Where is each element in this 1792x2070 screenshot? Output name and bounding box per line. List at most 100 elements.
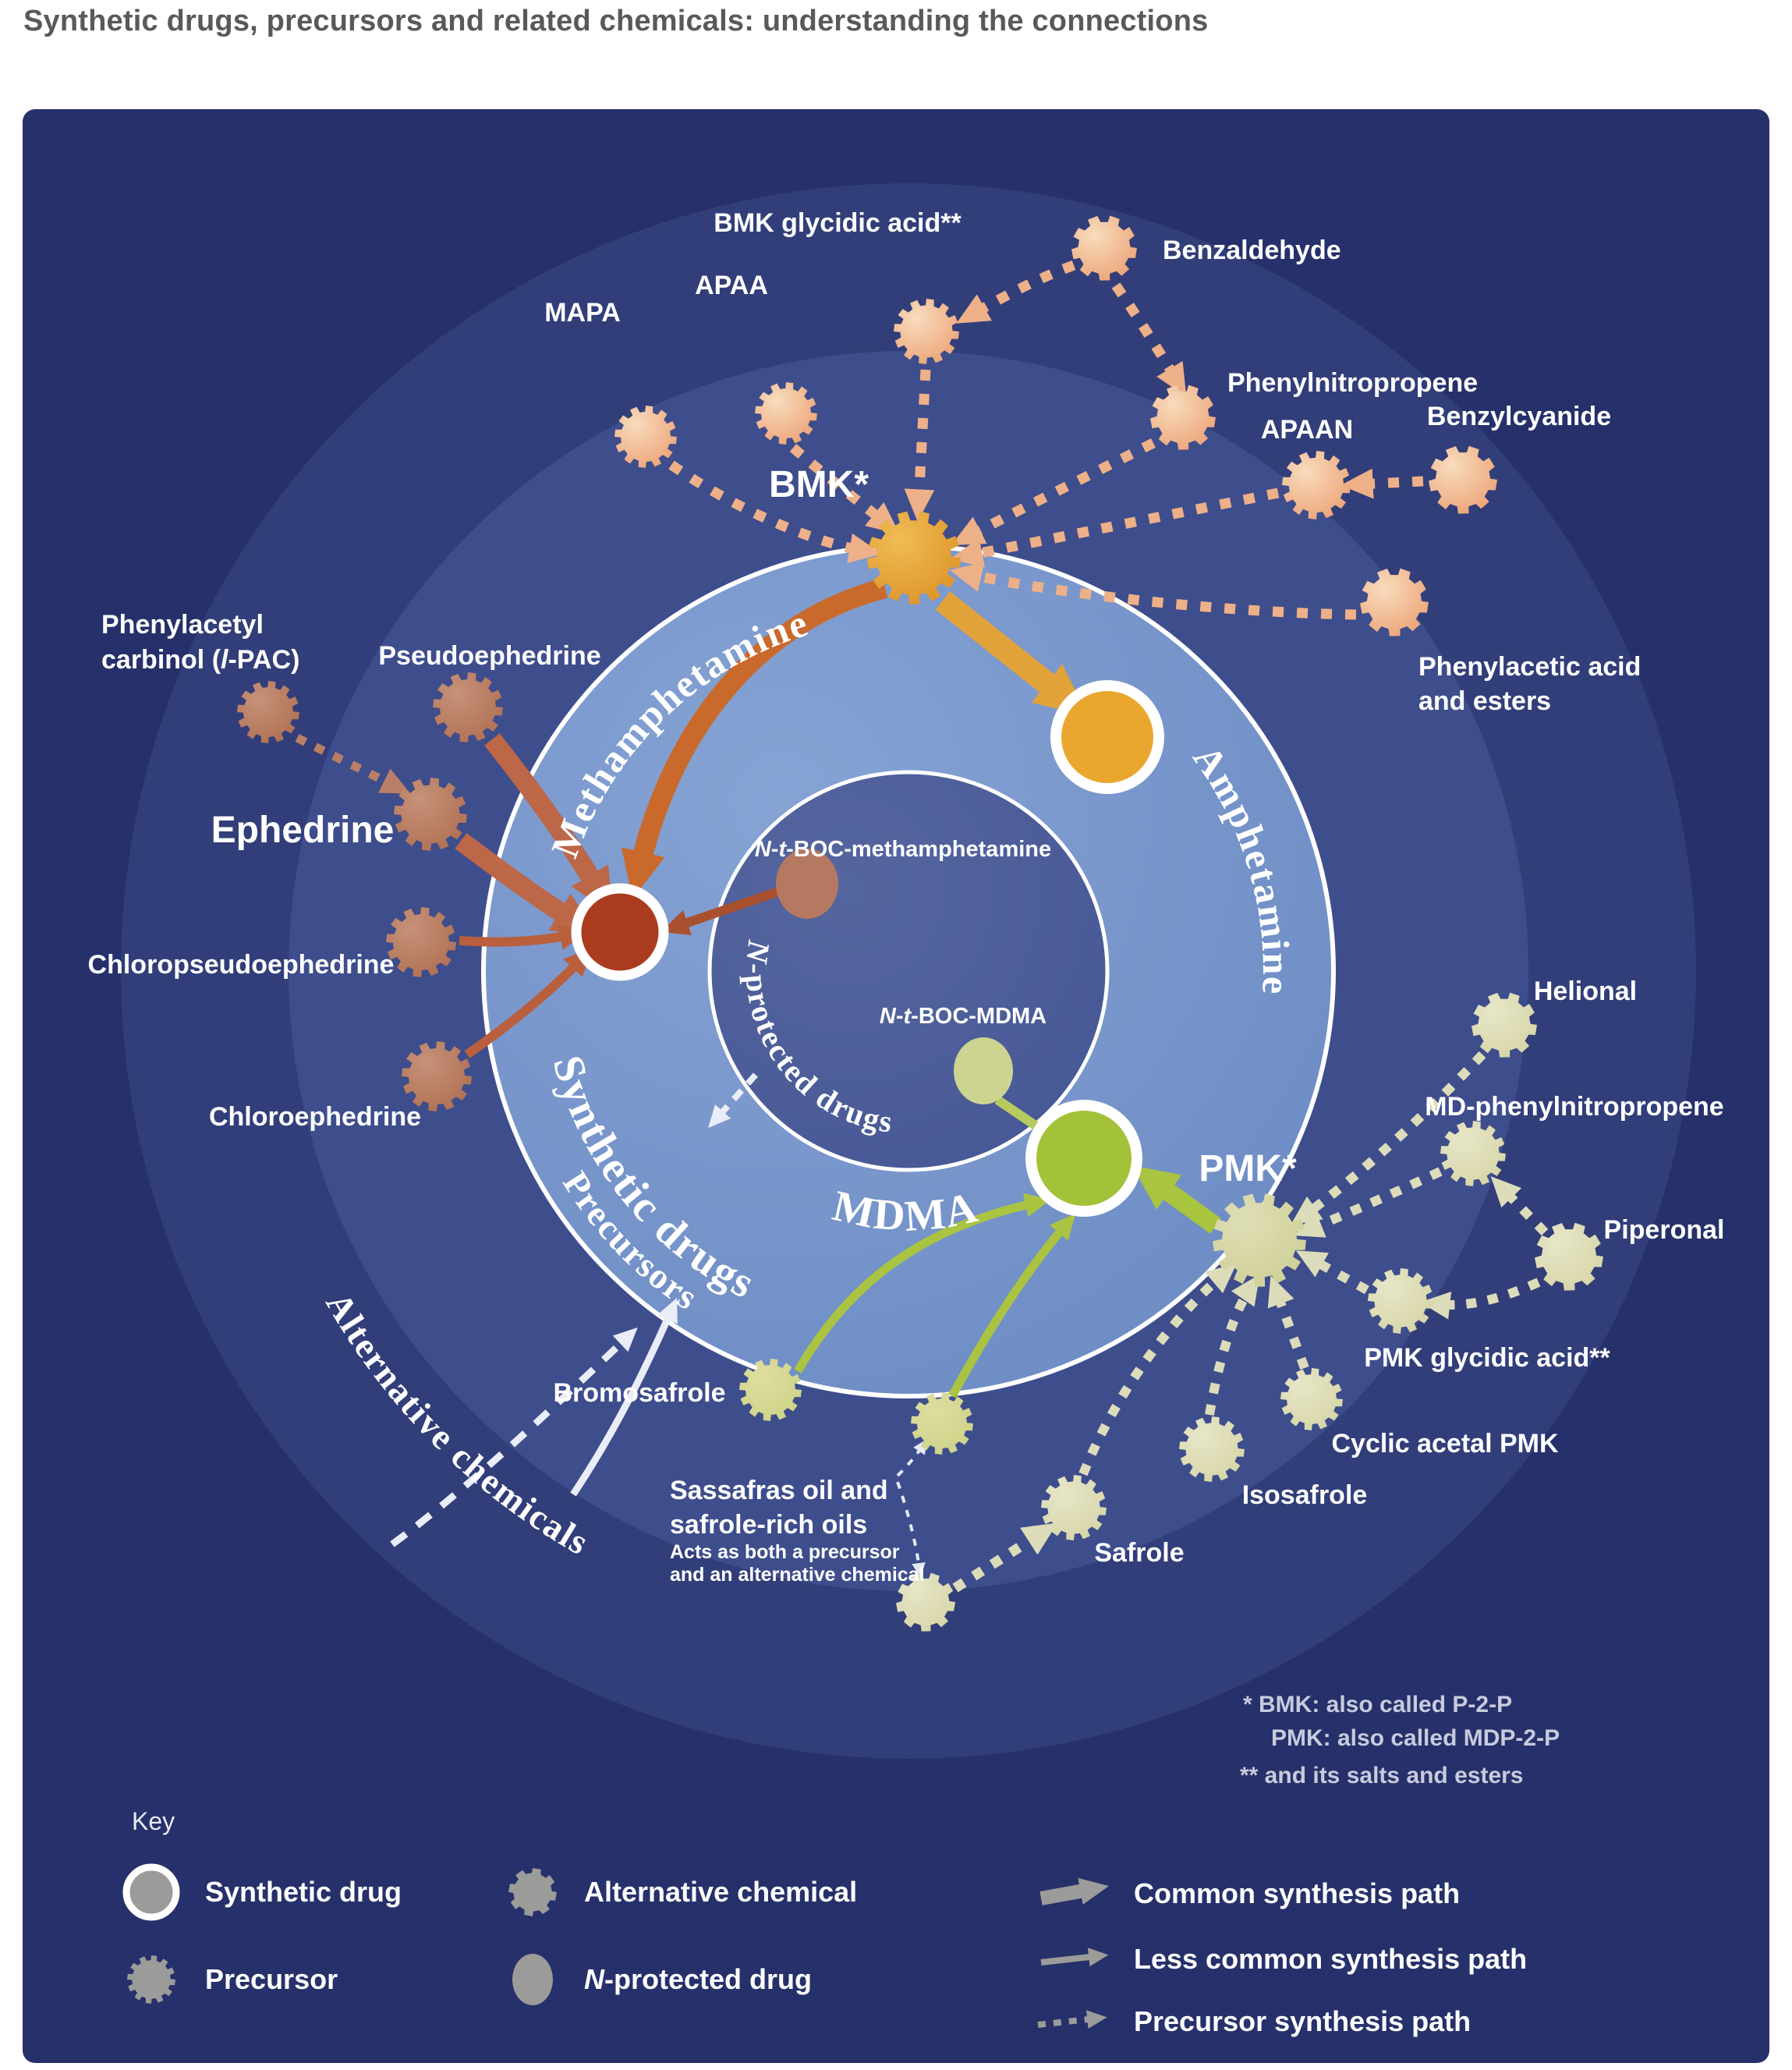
arrow-pmkglycidic-pmk xyxy=(1295,1250,1369,1295)
arrow-ephedrine-meth xyxy=(455,833,600,936)
label-bmk-glycidic-acid: BMK glycidic acid** xyxy=(714,208,962,238)
arrow-sassafras-mdma xyxy=(948,1213,1076,1398)
arrow-benzylcyanide-apaan xyxy=(1340,468,1424,499)
label-chloroephedrine: Chloroephedrine xyxy=(209,1102,421,1132)
label-bmk: BMK* xyxy=(769,464,869,505)
arrow-phenylnitropropene-bmk xyxy=(951,438,1156,546)
node-bromosafrole xyxy=(739,1359,802,1421)
key-title: Key xyxy=(132,1807,175,1835)
arrow-piperonal-pmkglycidic xyxy=(1420,1278,1541,1320)
node-chloropseudoephedrine xyxy=(386,907,456,977)
node-apaan xyxy=(1282,451,1351,519)
arrow-bmk-amphetamine xyxy=(935,591,1089,717)
node-amphetamine xyxy=(1050,680,1164,794)
node-bmk xyxy=(867,511,961,604)
key-synthetic-drug xyxy=(122,1863,180,1921)
node-mapa xyxy=(614,406,677,468)
page-title: Synthetic drugs, precursors and related … xyxy=(23,5,1209,37)
key-precursor-label: Precursor xyxy=(205,1963,338,1995)
node-pseudoephedrine xyxy=(433,672,503,743)
node-isosafrole xyxy=(1179,1416,1245,1482)
arrow-note-sassafras-oil xyxy=(896,1439,927,1477)
arrow-alternative-ring xyxy=(390,1327,638,1547)
node-pmk xyxy=(1213,1193,1306,1287)
key-common-synthesis-path-label: Common synthesis path xyxy=(1134,1877,1460,1909)
label-apaa: APAA xyxy=(695,271,768,300)
label-cyclic-acetal-pmk: Cyclic acetal PMK xyxy=(1331,1429,1558,1459)
precursor-gear-icon xyxy=(127,1955,175,2004)
arrow-benzaldehyde-phenylnitropropene xyxy=(1111,282,1187,397)
label-benzaldehyde: Benzaldehyde xyxy=(1163,236,1341,265)
arrow-chloroephedrine-meth xyxy=(464,947,593,1058)
node-mdma xyxy=(1025,1100,1142,1217)
footnote-0: * BMK: also called P-2-P xyxy=(1243,1692,1512,1717)
node-apaa xyxy=(755,382,817,445)
label-bromosafrole: Bromosafrole xyxy=(553,1378,725,1408)
footnote-2: ** and its salts and esters xyxy=(1240,1763,1524,1788)
node-methamphetamine xyxy=(571,883,669,981)
label-mapa: MAPA xyxy=(544,298,621,328)
arrow-note-sassafras-alt xyxy=(896,1481,926,1578)
node-helional xyxy=(1471,992,1537,1058)
key-precursor-synthesis-path-label: Precursor synthesis path xyxy=(1134,2005,1471,2037)
node-phenylacetic-acid xyxy=(1360,568,1429,636)
node-sassafras-alt xyxy=(896,1572,955,1632)
n-protected-drug-icon xyxy=(512,1954,553,2005)
arrow-precursors-ring xyxy=(570,1298,678,1497)
label-benzylcyanide: Benzylcyanide xyxy=(1427,402,1611,431)
arrow-nprotected-synthetic xyxy=(708,1072,758,1129)
node-chloroephedrine xyxy=(402,1041,472,1111)
label-ntboc-mdma: N-t-BOC-MDMA xyxy=(880,1004,1047,1029)
label-helional: Helional xyxy=(1534,977,1637,1006)
footnote-1: PMK: also called MDP-2-P xyxy=(1271,1725,1560,1751)
label-ephedrine: Ephedrine xyxy=(211,810,395,851)
key-precursor xyxy=(127,1955,175,2004)
label-pmk: PMK* xyxy=(1199,1148,1297,1189)
label-phenylnitropropene: Phenylnitropropene xyxy=(1227,368,1478,398)
synthetic-drug-icon xyxy=(122,1863,180,1921)
arrow-isosafrole-pmk xyxy=(1205,1274,1260,1416)
node-piperonal xyxy=(1535,1222,1603,1291)
node-md-phenylnitropropene xyxy=(1440,1121,1506,1186)
node-ntboc-mdma xyxy=(954,1037,1013,1104)
label-chloropseudoephedrine: Chloropseudoephedrine xyxy=(88,950,395,980)
arrow-ntbocmeth-meth xyxy=(660,886,782,935)
arrow-mapa-bmk xyxy=(668,460,882,564)
key-n-protected-drug-label: N-protected drug xyxy=(584,1963,812,1995)
node-safrole xyxy=(1041,1475,1107,1540)
label-safrole: Safrole xyxy=(1094,1538,1184,1568)
label-md-phenylnitropropene: MD-phenylnitropropene xyxy=(1425,1092,1723,1122)
node-pmk-glycidic-acid xyxy=(1368,1268,1433,1334)
node-benzylcyanide xyxy=(1429,445,1497,514)
key-alternative-chemical-label: Alternative chemical xyxy=(584,1876,857,1908)
node-bmk-glycidic-acid xyxy=(894,299,959,364)
node-sassafras-oil xyxy=(911,1392,973,1455)
key-alternative-chemical xyxy=(508,1868,557,1916)
arrow-apaan-bmk xyxy=(950,487,1280,568)
arrow-piperonal-mdpnp xyxy=(1490,1176,1549,1236)
arrow-bmk-methamphetamine xyxy=(621,578,888,899)
node-ephedrine xyxy=(394,778,467,851)
node-cyclic-acetal-pmk xyxy=(1280,1368,1343,1430)
arrow-pmk-mdma xyxy=(1132,1165,1222,1234)
key-precursor-synthesis-path-icon xyxy=(1037,2010,1107,2029)
label-apaan: APAAN xyxy=(1261,415,1353,445)
arrow-safrole-pmk xyxy=(1078,1263,1237,1476)
node-ntboc-methamphetamine xyxy=(776,849,838,919)
label-piperonal: Piperonal xyxy=(1604,1215,1725,1245)
key-common-synthesis-path-icon xyxy=(1039,1877,1110,1905)
diagram-svg: MethamphetamineAmphetamineMDMASynthetic … xyxy=(88,183,1725,2037)
label-ntboc-methamphetamine: N-t-BOC-methamphetamine xyxy=(755,837,1051,862)
key-n-protected-drug xyxy=(512,1954,553,2005)
arrow-pseudoephedrine-meth xyxy=(484,733,614,916)
arrow-bromosafrole-mdma xyxy=(794,1193,1051,1374)
node-phenylnitropropene xyxy=(1150,385,1216,450)
node-lpac xyxy=(237,681,299,743)
arrow-helional-pmk xyxy=(1291,1051,1486,1225)
node-benzaldehyde xyxy=(1071,215,1137,281)
label-pmk-glycidic-acid: PMK glycidic acid** xyxy=(1364,1343,1610,1373)
